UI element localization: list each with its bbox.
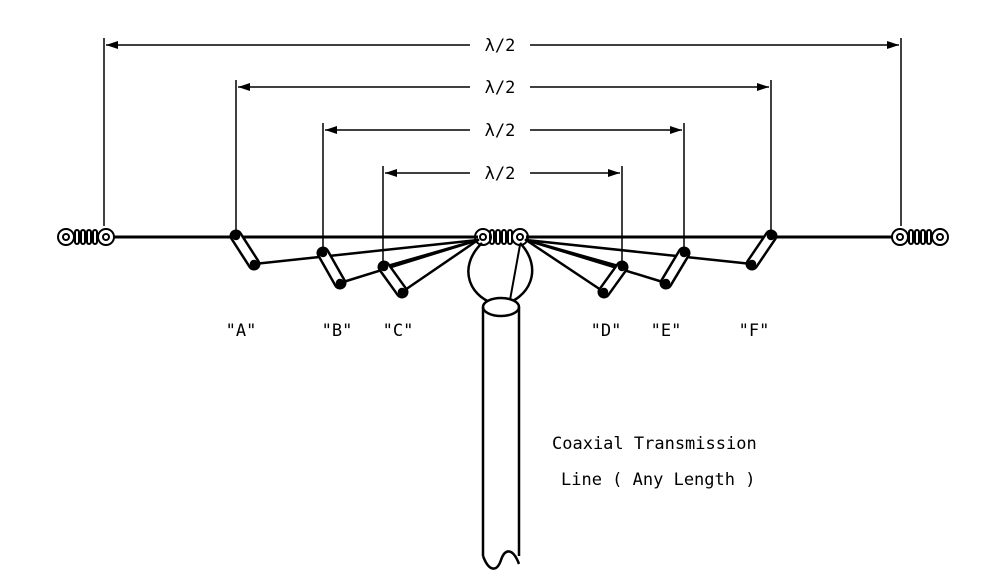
dimension-label-inner: λ/2 bbox=[485, 164, 516, 184]
tap-label-a: "A" bbox=[226, 321, 257, 341]
dimension-label-outer: λ/2 bbox=[485, 36, 516, 56]
tap-label-b: "B" bbox=[322, 321, 353, 341]
tap-clip-e bbox=[659, 246, 691, 290]
tap-clip-c bbox=[377, 260, 409, 299]
tap-clip-a bbox=[229, 229, 261, 271]
coaxial-cable bbox=[481, 296, 521, 570]
tap-label-e: "E" bbox=[651, 321, 682, 341]
tap-clips bbox=[229, 229, 778, 299]
tap-label-c: "C" bbox=[383, 321, 414, 341]
center-insulator bbox=[474, 228, 529, 246]
tap-clip-d bbox=[597, 260, 629, 299]
end-insulator-right bbox=[891, 228, 949, 246]
dimension-label-third: λ/2 bbox=[485, 121, 516, 141]
coax-center-lead bbox=[509, 244, 521, 301]
tap-label-f: "F" bbox=[739, 321, 770, 341]
tap-clip-b bbox=[316, 246, 347, 290]
feed-wires bbox=[252, 238, 754, 294]
end-insulator-left bbox=[57, 228, 115, 246]
tap-clip-f bbox=[745, 229, 778, 271]
tap-label-d: "D" bbox=[591, 321, 622, 341]
dimension-lines bbox=[106, 41, 899, 177]
dimension-label-second: λ/2 bbox=[485, 78, 516, 98]
coax-pigtail bbox=[467, 242, 534, 307]
extension-lines bbox=[103, 38, 902, 262]
caption-line-1: Coaxial Transmission bbox=[552, 434, 757, 454]
caption-line-2: Line ( Any Length ) bbox=[561, 470, 755, 490]
